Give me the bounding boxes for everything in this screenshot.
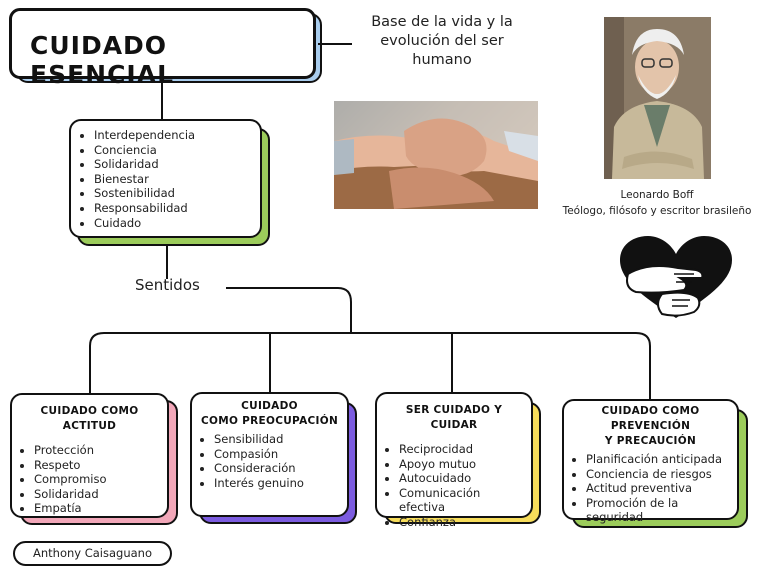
category-1-item: Respeto [34,458,163,473]
category-3-box: SER CUIDADO Y CUIDAR ReciprocidadApoyo m… [375,392,533,529]
concept-item: Bienestar [94,172,260,187]
leonardo-boff-portrait [604,17,711,179]
title-concepts-connector [161,80,163,120]
category-4-item: Actitud preventiva [586,481,733,496]
subtitle: Base de la vida y la evolución del ser h… [371,14,513,68]
title-subtitle-connector [318,43,352,45]
category-2-item: Interés genuino [214,476,343,491]
category-1-item: Protección [34,443,163,458]
category-4-item: Conciencia de riesgos [586,467,733,482]
heart-hug-icon [620,236,732,318]
category-1-item: Compromiso [34,472,163,487]
category-1-box: CUIDADO COMO ACTITUD ProtecciónRespetoCo… [10,393,169,518]
category-4-list: Planificación anticipadaConciencia de ri… [568,452,733,525]
sentidos-label: Sentidos [135,276,200,294]
category-3-item: Comunicación efectiva [399,486,527,515]
category-2-list: SensibilidadCompasiónConsideraciónInteré… [196,432,343,490]
concept-item: Sostenibilidad [94,186,260,201]
author-badge: Anthony Caisaguano [13,541,172,566]
category-3-item: Reciprocidad [399,442,527,457]
category-4-item: Promoción de la seguridad [586,496,733,525]
category-3-title: SER CUIDADO Y CUIDAR [405,404,503,431]
hands-image [334,101,538,209]
category-1-list: ProtecciónRespetoCompromisoSolidaridadEm… [16,443,163,516]
category-3-item: Autocuidado [399,471,527,486]
category-4-item: Planificación anticipada [586,452,733,467]
concept-item: Responsabilidad [94,201,260,216]
person-name: Leonardo Boff [620,189,694,201]
main-title: CUIDADO ESENCIAL [30,31,175,89]
category-2-item: Sensibilidad [214,432,343,447]
category-1-item: Solidaridad [34,487,163,502]
category-4-box: CUIDADO COMO PREVENCIÓN Y PRECAUCIÓN Pla… [562,399,739,524]
category-4-title-line1: CUIDADO COMO PREVENCIÓN [601,405,700,432]
category-3-item: Confianza [399,515,527,530]
category-3-list: ReciprocidadApoyo mutuoAutocuidadoComuni… [381,442,527,530]
portrait-caption: Leonardo Boff Teólogo, filósofo y escrit… [548,187,766,219]
concepts-list: InterdependenciaConcienciaSolidaridadBie… [74,128,260,230]
category-3-item: Apoyo mutuo [399,457,527,472]
category-1-title: CUIDADO COMO ACTITUD [40,405,139,432]
concepts-sentidos-connector [166,246,168,279]
portrait-photo [604,17,711,179]
concept-item: Cuidado [94,216,260,231]
author-name: Anthony Caisaguano [32,546,152,560]
person-role: Teólogo, filósofo y escritor brasileño [562,205,752,217]
category-2-title-line2: COMO PREOCUPACIÓN [200,415,339,427]
category-2-box: CUIDADO COMO PREOCUPACIÓN SensibilidadCo… [190,392,349,517]
concept-item: Solidaridad [94,157,260,172]
category-2-title-line1: CUIDADO [241,400,298,412]
category-4-title-line2: Y PRECAUCIÓN [604,435,697,447]
category-2-item: Consideración [214,461,343,476]
hands-photo [334,101,538,209]
concept-item: Conciencia [94,143,260,158]
concept-item: Interdependencia [94,128,260,143]
category-1-item: Empatía [34,501,163,516]
concepts-box: InterdependenciaConcienciaSolidaridadBie… [69,119,262,238]
title-box: CUIDADO ESENCIAL [9,8,316,89]
category-2-item: Compasión [214,447,343,462]
